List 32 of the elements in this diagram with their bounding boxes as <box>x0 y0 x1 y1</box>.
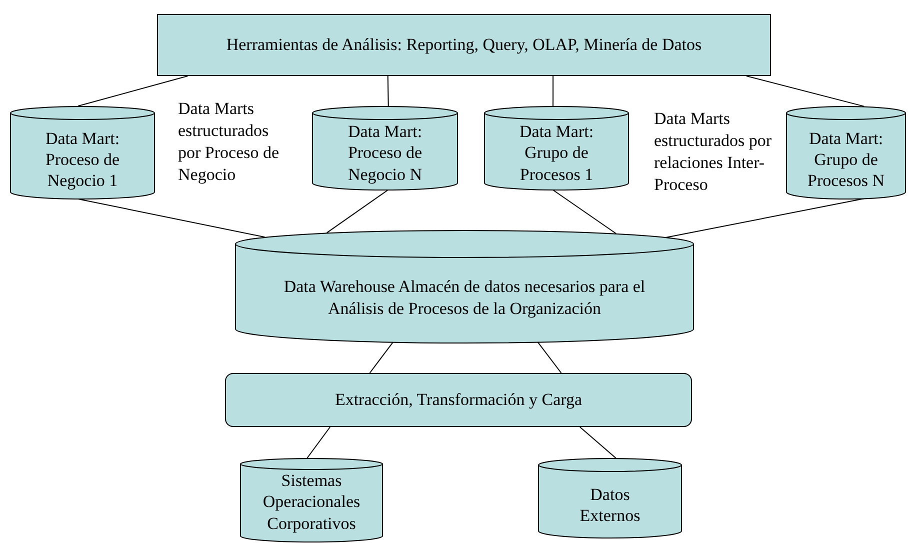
connector-line <box>666 198 864 238</box>
process-box <box>157 14 771 76</box>
connector-line <box>746 76 864 107</box>
node-label: Data Warehouse Almacén de datos necesarios para el Análisis de Procesos de la Organización <box>282 276 646 319</box>
annotation-text: Data Marts estructurados por relaciones Inter-Proceso <box>654 108 772 196</box>
database-cylinder <box>786 106 906 199</box>
database-cylinder <box>10 106 155 199</box>
connector-line <box>78 198 266 238</box>
connector-line <box>552 76 554 106</box>
connector-line <box>78 76 188 107</box>
database-cylinder <box>538 458 682 538</box>
connector-line <box>326 190 388 234</box>
connector-line <box>369 342 394 374</box>
node-label: Data Mart: Proceso de Negocio N <box>346 121 424 185</box>
database-cylinder <box>235 230 694 343</box>
connector-line <box>552 190 616 234</box>
annotation-text: Data Marts estructurados por Proceso de Negocio <box>178 98 280 186</box>
connector-line <box>537 342 562 374</box>
connector-line <box>387 76 389 106</box>
node-label: Extracción, Transformación y Carga <box>334 389 582 411</box>
node-label: Data Mart: Grupo de Procesos 1 <box>518 121 595 185</box>
node-label: Data Mart: Proceso de Negocio 1 <box>44 128 121 192</box>
node-label: Sistemas Operacionales Corporativos <box>262 470 362 534</box>
database-cylinder <box>312 106 458 190</box>
database-cylinder <box>484 106 629 190</box>
connector-line <box>306 426 331 458</box>
database-cylinder <box>240 458 383 542</box>
process-box <box>225 373 692 427</box>
node-label: Datos Externos <box>578 484 642 526</box>
node-label: Herramientas de Análisis: Reporting, Query, OLAP, Minería de Datos <box>226 34 702 56</box>
connector-line <box>579 426 616 459</box>
node-label: Data Mart: Grupo de Procesos N <box>806 128 886 192</box>
